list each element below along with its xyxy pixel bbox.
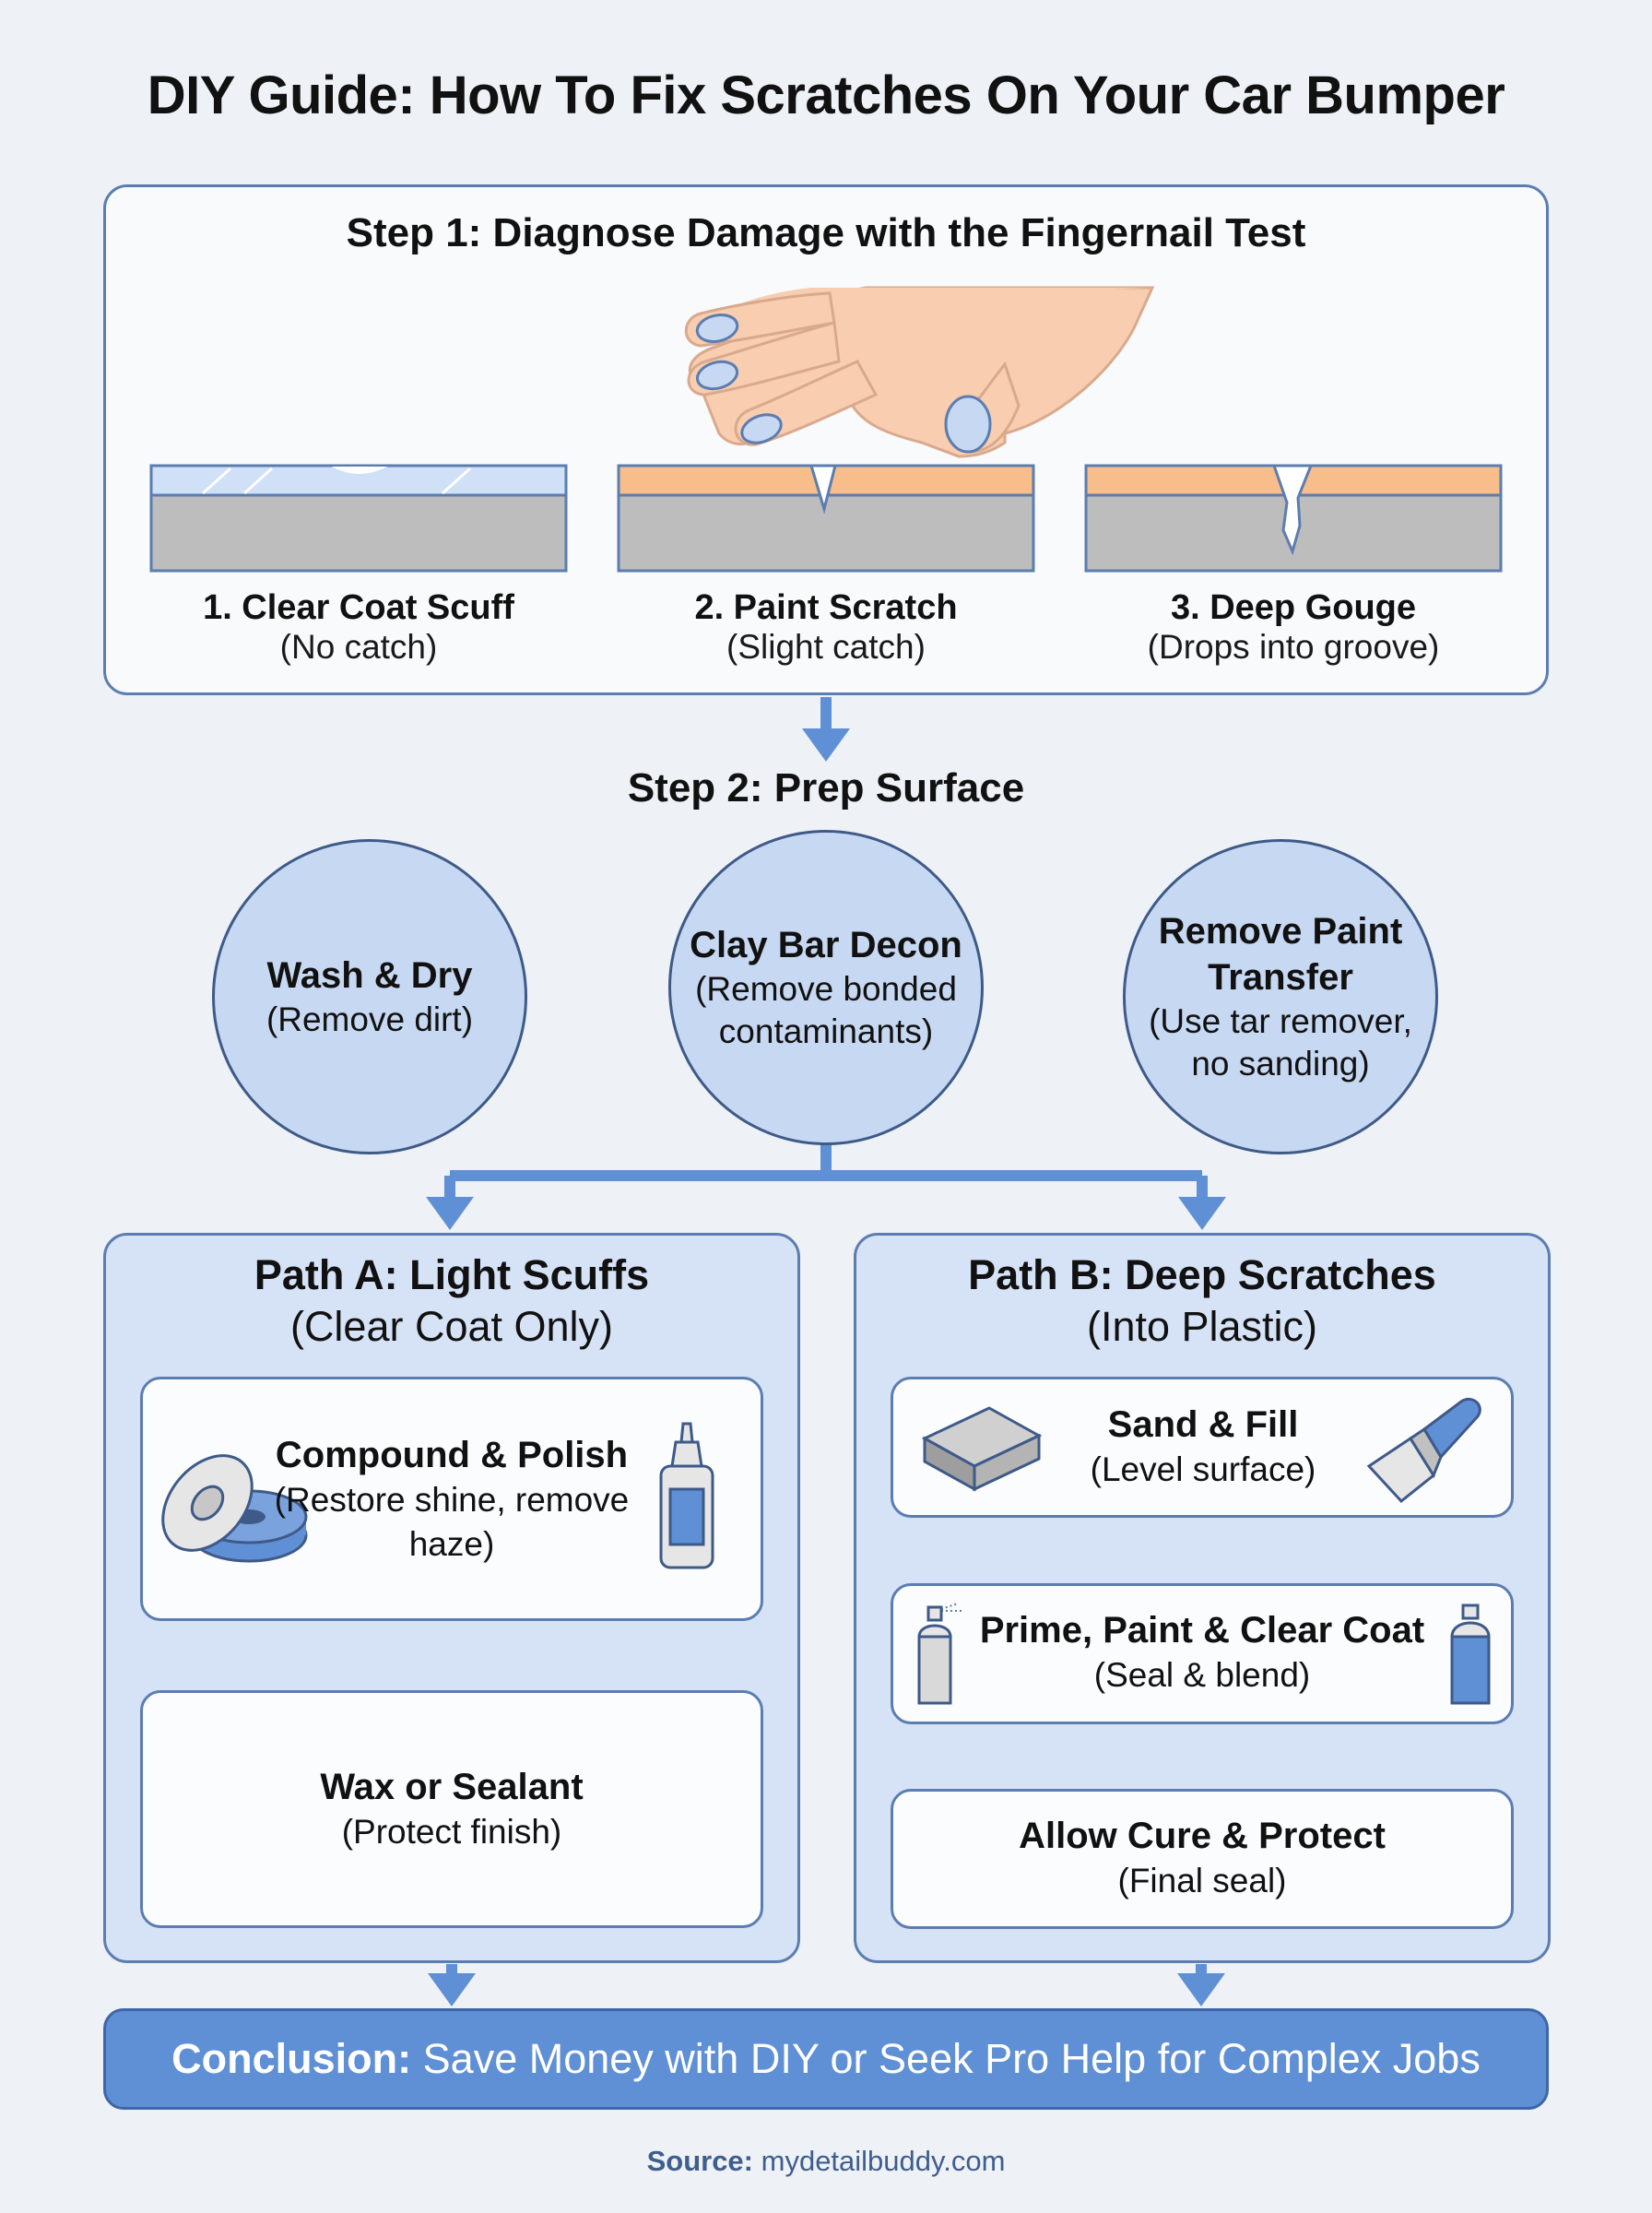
- fingernail-test-illustration: [149, 286, 1503, 573]
- conclusion-text: Save Money with DIY or Seek Pro Help for…: [422, 2035, 1481, 2082]
- step-sand-fill-text: Sand & Fill (Level surface): [1023, 1402, 1383, 1492]
- source-link: mydetailbuddy.com: [761, 2145, 1006, 2177]
- step-title: Prime, Paint & Clear Coat: [979, 1610, 1425, 1651]
- paint-scratch-diagram: [617, 464, 1035, 573]
- polishing-pad-icon: [161, 1454, 308, 1563]
- step-title: Wax or Sealant: [320, 1767, 584, 1807]
- path-b-header: Path B: Deep Scratches (Into Plastic): [854, 1249, 1551, 1353]
- step-prime-paint: [891, 1583, 1514, 1724]
- step-title: Sand & Fill: [1107, 1404, 1299, 1445]
- path-a-title: Path A: Light Scuffs: [254, 1251, 650, 1298]
- level-label: 3. Deep Gouge: [1170, 588, 1417, 627]
- prep-note: (Remove dirt): [266, 1000, 474, 1038]
- source-credit: Source: mydetailbuddy.com: [0, 2145, 1652, 2178]
- sanding-block-icon: [921, 1406, 1043, 1492]
- level-note: (No catch): [279, 628, 438, 666]
- level-note: (Slight catch): [726, 628, 926, 666]
- step-compound-polish-text: Compound & Polish (Restore shine, remove…: [258, 1432, 645, 1567]
- path-b-title: Path B: Deep Scratches: [968, 1251, 1436, 1298]
- step-wax-sealant: [140, 1690, 763, 1928]
- deep-gouge-diagram: [1084, 464, 1503, 573]
- step-prime-paint-text: Prime, Paint & Clear Coat (Seal & blend): [959, 1607, 1446, 1698]
- polish-bottle-icon: [659, 1422, 714, 1569]
- step-cure-protect-text: Allow Cure & Protect (Final seal): [891, 1813, 1514, 1903]
- path-a-subtitle: (Clear Coat Only): [289, 1303, 614, 1350]
- step-note: (Protect finish): [341, 1813, 562, 1851]
- spray-can-grey-icon: [917, 1603, 962, 1705]
- step-note: (Level surface): [1090, 1450, 1316, 1488]
- prep-title: Remove Paint Transfer: [1158, 911, 1403, 998]
- level-label: 2. Paint Scratch: [694, 588, 958, 627]
- step-wax-sealant-text: Wax or Sealant (Protect finish): [140, 1764, 763, 1854]
- putty-knife-icon: [1366, 1397, 1481, 1504]
- hand-icon: [684, 286, 1155, 458]
- step-title: Compound & Polish: [275, 1435, 629, 1475]
- path-a-header: Path A: Light Scuffs (Clear Coat Only): [103, 1249, 800, 1353]
- conclusion-label: Conclusion:: [171, 2035, 412, 2082]
- prep-wash-dry: Wash & Dry (Remove dirt): [212, 839, 527, 1154]
- prep-title: Wash & Dry: [266, 955, 473, 996]
- step-title: Allow Cure & Protect: [1019, 1816, 1386, 1856]
- conclusion-banner: Conclusion: Save Money with DIY or Seek …: [103, 2008, 1549, 2110]
- prep-clay-bar: Clay Bar Decon (Remove bonded contaminan…: [668, 830, 984, 1145]
- step-note: (Restore shine, remove haze): [274, 1481, 630, 1563]
- prep-note: (Use tar remover, no sanding): [1149, 1002, 1412, 1083]
- step-note: (Final seal): [1117, 1862, 1287, 1899]
- step2-title: Step 2: Prep Surface: [627, 765, 1025, 811]
- level-paint-scratch: 2. Paint Scratch (Slight catch): [619, 588, 1033, 667]
- source-label: Source:: [646, 2145, 753, 2177]
- prep-paint-transfer: Remove Paint Transfer (Use tar remover, …: [1123, 839, 1438, 1154]
- step1-panel: [103, 184, 1549, 695]
- path-b-subtitle: (Into Plastic): [1086, 1303, 1318, 1350]
- step1-title: Step 1: Diagnose Damage with the Fingern…: [346, 210, 1306, 255]
- level-clear-coat-scuff: 1. Clear Coat Scuff (No catch): [151, 588, 566, 667]
- page-title: DIY Guide: How To Fix Scratches On Your …: [147, 65, 1505, 125]
- step-cure-protect: [891, 1789, 1514, 1929]
- level-deep-gouge: 3. Deep Gouge (Drops into groove): [1086, 588, 1501, 667]
- prep-title: Clay Bar Decon: [690, 925, 962, 965]
- step-note: (Seal & blend): [1093, 1656, 1311, 1694]
- level-label: 1. Clear Coat Scuff: [203, 588, 514, 627]
- clear-coat-scuff-diagram: [149, 464, 568, 573]
- prep-note: (Remove bonded contaminants): [695, 970, 957, 1050]
- level-note: (Drops into groove): [1147, 628, 1440, 666]
- spray-can-blue-icon: [1450, 1604, 1491, 1705]
